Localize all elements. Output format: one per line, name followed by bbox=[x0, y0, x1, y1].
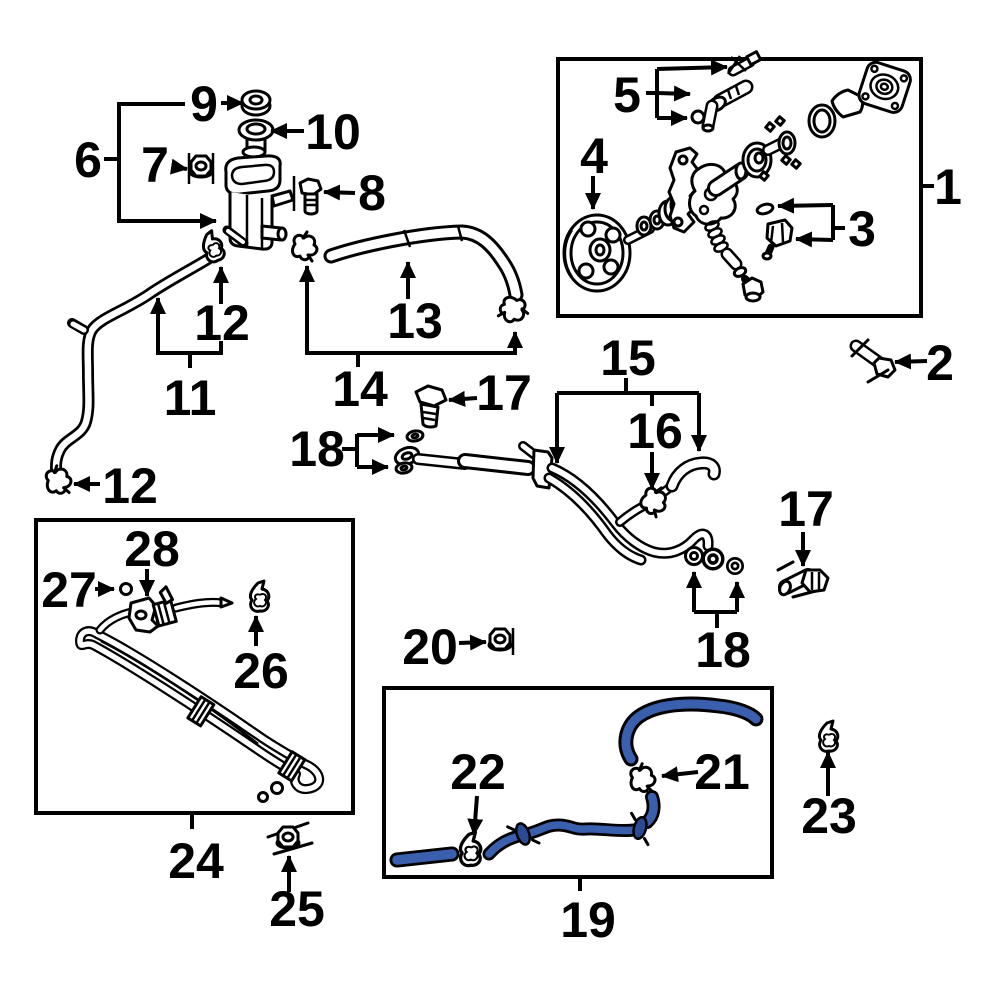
hose-clamp-14-right bbox=[496, 294, 531, 325]
joint-o-ring bbox=[690, 109, 706, 125]
bypass-hoses bbox=[389, 696, 764, 868]
reservoir-assembly bbox=[187, 89, 323, 251]
mount-bolt bbox=[849, 338, 897, 384]
pressure-switch-parts bbox=[755, 202, 794, 261]
pipe-o-rings bbox=[394, 429, 425, 475]
tube-clamp-mid bbox=[186, 695, 216, 728]
callout-2: 2 bbox=[926, 335, 954, 391]
reservoir-grommet bbox=[240, 89, 272, 117]
reservoir-bolt bbox=[292, 176, 323, 216]
bracket-nut-20 bbox=[487, 627, 515, 655]
pump-rear-cover bbox=[857, 60, 912, 114]
callout-4: 4 bbox=[580, 128, 608, 184]
pump-pulley bbox=[562, 213, 632, 293]
callout-16: 16 bbox=[627, 403, 683, 459]
callout-15: 15 bbox=[600, 330, 656, 386]
supply-hose bbox=[41, 227, 229, 500]
callout-27: 27 bbox=[41, 562, 97, 618]
callout-17a: 17 bbox=[476, 365, 532, 421]
pipe-washer bbox=[684, 546, 704, 566]
callout-10: 10 bbox=[305, 104, 361, 160]
hose-clamp-12-lower bbox=[41, 461, 76, 500]
callout-12b: 12 bbox=[102, 458, 158, 514]
tube-o-ring bbox=[270, 781, 284, 795]
callout-13: 13 bbox=[387, 293, 443, 349]
callout-9: 9 bbox=[190, 76, 218, 132]
callout-6: 6 bbox=[74, 132, 102, 188]
pressure-pipe-assembly bbox=[393, 429, 745, 576]
tube-clamp bbox=[151, 585, 178, 628]
reservoir-tank bbox=[222, 145, 295, 251]
callout-14: 14 bbox=[332, 361, 388, 417]
callout-18a: 18 bbox=[289, 421, 345, 477]
callout-12a: 12 bbox=[194, 295, 250, 351]
mount-nut-25 bbox=[266, 821, 314, 856]
pipe-fitting-upper bbox=[414, 384, 448, 429]
pump-flow-valve bbox=[704, 220, 765, 303]
cooler-tube-box bbox=[34, 518, 355, 815]
pressure-joint-parts bbox=[690, 50, 763, 133]
callout-5: 5 bbox=[613, 67, 641, 123]
callout-20: 20 bbox=[402, 619, 458, 675]
callout-22: 22 bbox=[450, 744, 506, 800]
callout-28: 28 bbox=[124, 521, 180, 577]
return-hose bbox=[291, 224, 531, 325]
callout-labels: 1 2 3 4 5 6 7 8 9 10 11 12 12 13 14 15 1… bbox=[41, 67, 962, 948]
callout-23: 23 bbox=[801, 788, 857, 844]
pump-rotor-parts bbox=[741, 88, 865, 182]
callout-21: 21 bbox=[694, 744, 750, 800]
tube-o-ring bbox=[257, 791, 269, 803]
pump-body bbox=[688, 161, 749, 226]
callout-19: 19 bbox=[560, 892, 616, 948]
pipe-washer bbox=[701, 547, 725, 571]
reservoir-nut bbox=[187, 153, 215, 184]
hose-clamp-14-left bbox=[291, 230, 319, 263]
callout-24: 24 bbox=[168, 833, 224, 889]
callout-11: 11 bbox=[164, 370, 217, 426]
tube-o-ring-27 bbox=[119, 582, 133, 596]
bypass-hose-box bbox=[382, 686, 774, 879]
callout-17b: 17 bbox=[778, 481, 834, 537]
callout-3: 3 bbox=[848, 201, 876, 257]
callout-1: 1 bbox=[934, 159, 962, 215]
hose-box-frame bbox=[382, 686, 774, 879]
pipe-washer bbox=[725, 556, 745, 576]
hose-clip-23 bbox=[817, 719, 840, 753]
pump-assembly-box bbox=[556, 50, 923, 318]
callout-7: 7 bbox=[141, 137, 169, 193]
tube-clamp-low bbox=[277, 750, 307, 783]
callout-18b: 18 bbox=[695, 622, 751, 678]
pipe-fitting-right bbox=[776, 560, 830, 599]
callout-lines bbox=[73, 59, 934, 892]
callout-8: 8 bbox=[358, 165, 386, 221]
callout-26: 26 bbox=[233, 643, 289, 699]
callout-25: 25 bbox=[269, 881, 325, 937]
